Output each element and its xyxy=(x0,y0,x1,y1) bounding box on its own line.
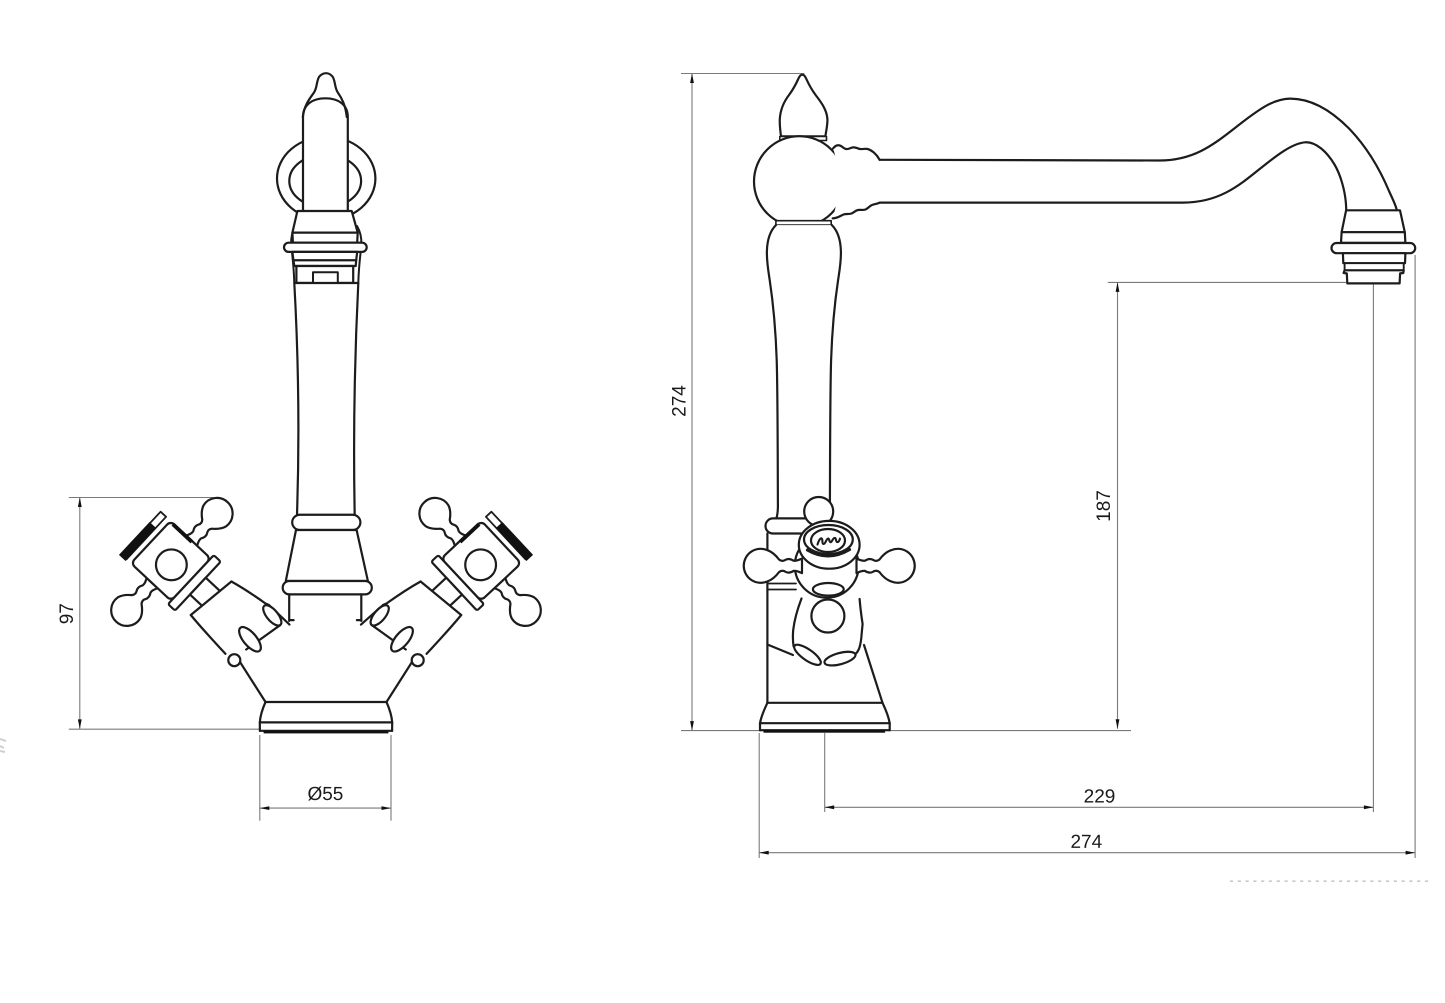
svg-text:Ø55: Ø55 xyxy=(307,784,343,805)
svg-text:187: 187 xyxy=(1094,490,1115,522)
svg-text:274: 274 xyxy=(1070,832,1102,853)
svg-text:274: 274 xyxy=(670,385,691,417)
svg-text:229: 229 xyxy=(1084,786,1116,807)
svg-text:97: 97 xyxy=(57,603,78,624)
